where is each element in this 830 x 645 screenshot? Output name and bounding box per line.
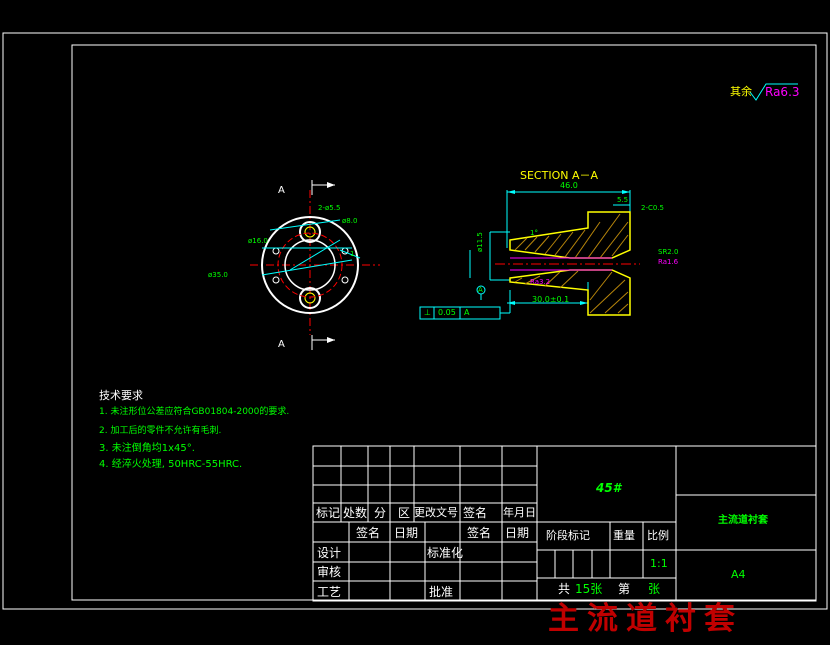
- outer-frame: [2, 32, 828, 610]
- inner-frame: [71, 44, 817, 601]
- tech-title: 技术要求: [99, 389, 143, 402]
- front-view: [250, 180, 380, 350]
- title-block-grid: [312, 445, 817, 602]
- ra-hole: Ra3.2: [530, 278, 551, 286]
- approve-label: 批准: [429, 585, 454, 599]
- angle-label: 1°: [530, 229, 538, 237]
- date-2: 日期: [505, 526, 530, 540]
- outer-circle: [261, 216, 359, 314]
- review-label: 审核: [317, 565, 342, 579]
- roughness-prefix: 其余: [730, 85, 752, 98]
- weight-label: 重量: [613, 529, 635, 542]
- section-view: [419, 190, 640, 320]
- front-dim-holes: 2-ø5.5: [318, 204, 341, 212]
- bottom-hole: [299, 287, 321, 309]
- ra-small: Ra1.6: [658, 258, 679, 266]
- standard-label: 标准化: [427, 546, 464, 560]
- hdr-fen: 分: [374, 506, 387, 520]
- paper-size: A4: [731, 568, 746, 581]
- scale-value: 1:1: [650, 557, 668, 570]
- tol-sym: ⊥: [424, 308, 431, 317]
- datum-a: A: [478, 286, 483, 294]
- tech-item-3: 3. 未注倒角均1x45°.: [99, 443, 195, 454]
- sign-1: 签名: [356, 526, 381, 540]
- tech-item-1: 1. 未注形位公差应符合GB01804-2000的要求.: [99, 407, 290, 417]
- tol-val: 0.05: [438, 308, 456, 317]
- sheet-total-label: 共: [558, 582, 571, 596]
- hdr-chushu: 处数: [343, 506, 368, 520]
- top-hole: [299, 221, 321, 243]
- front-dim-8: ø8.0: [342, 217, 358, 225]
- hdr-qu: 区: [398, 506, 411, 520]
- mid-circle: [284, 239, 336, 291]
- dim-top: 5.5: [617, 196, 629, 204]
- scale-label: 比例: [647, 529, 669, 542]
- hdr-biaoji: 标记: [316, 506, 341, 520]
- roughness-mark: [749, 83, 798, 101]
- tech-item-2: 2. 加工后的零件不允许有毛刺.: [99, 426, 222, 436]
- front-dim-35: ø35.0: [208, 271, 228, 279]
- front-dim-16: ø16.0: [248, 237, 268, 245]
- design-label: 设计: [317, 546, 342, 560]
- roughness-value: Ra6.3: [765, 85, 800, 99]
- sheet-total: 15张: [575, 582, 603, 596]
- section-mark-top: A: [278, 185, 285, 196]
- watermark: 主流道衬套: [548, 601, 743, 637]
- tol-ref: A: [464, 308, 470, 317]
- date-1: 日期: [394, 526, 419, 540]
- sphere-label: SR2.0: [658, 248, 679, 256]
- chamfer-label: 2-C0.5: [641, 204, 664, 212]
- section-title: SECTION A－A: [520, 169, 599, 182]
- sheet-no: 张: [648, 582, 661, 596]
- craft-label: 工艺: [317, 585, 342, 599]
- dim-thread: 30.0±0.1: [532, 295, 570, 304]
- hdr-nianyueri: 年月日: [503, 506, 536, 519]
- sign-2: 签名: [467, 526, 492, 540]
- material: 45#: [596, 481, 622, 495]
- dia-left: ø11.5: [476, 232, 484, 252]
- section-mark-bottom: A: [278, 339, 285, 350]
- hdr-genggai: 更改文号: [414, 506, 458, 519]
- tech-item-4: 4. 经淬火处理, 50HRC-55HRC.: [99, 459, 243, 470]
- hdr-qianming: 签名: [463, 506, 488, 520]
- front-dim-1: 1: [350, 250, 355, 258]
- dim-total: 46.0: [560, 181, 578, 190]
- part-name: 主流道衬套: [718, 515, 768, 526]
- sheet-no-label: 第: [618, 582, 631, 596]
- stage-label: 阶段标记: [546, 529, 590, 542]
